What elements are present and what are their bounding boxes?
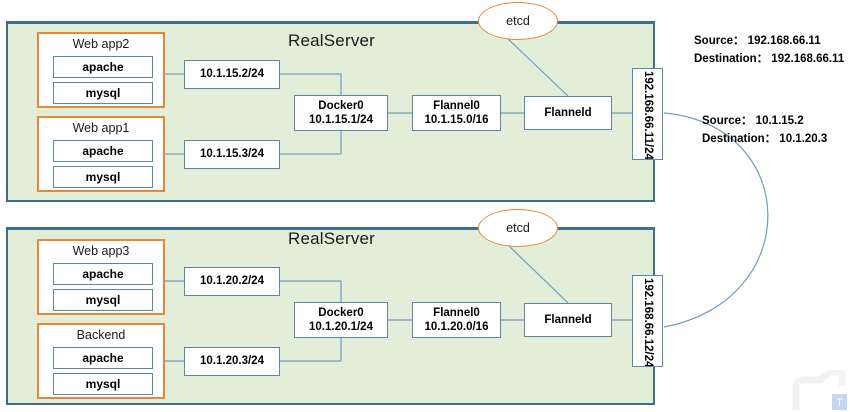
etcd-label: etcd [506,221,530,235]
annotation-destination-line: Destination： 192.168.66.11 [694,52,845,65]
annotation-destination-line: Destination： 10.1.20.3 [702,132,828,145]
etcd-node-top[interactable]: etcd [478,2,558,40]
container-ip-box[interactable]: 10.1.20.2/24 [184,267,280,296]
host-ip-box-bottom[interactable]: 192.168.66.12/24 [632,275,663,367]
app-title: Backend [76,328,126,342]
container-ip-label: 10.1.15.2/24 [200,68,264,81]
node-flanneld[interactable]: Flanneld [524,96,612,130]
app-title: Web app3 [72,244,130,258]
node-docker0[interactable]: Docker0 10.1.20.1/24 [294,302,388,338]
node-ip: 10.1.20.1/24 [309,321,373,333]
container-ip-box[interactable]: 10.1.20.3/24 [184,347,280,376]
service-mysql[interactable]: mysql [53,289,153,311]
app-box-web-app3[interactable]: Web app3 apache mysql [37,239,165,315]
app-title: Web app2 [72,37,130,51]
app-title: Web app1 [72,121,130,135]
container-ip-label: 10.1.20.2/24 [200,275,264,288]
service-apache[interactable]: apache [53,56,153,78]
app-box-backend[interactable]: Backend apache mysql [37,323,165,399]
node-name: Docker0 [318,99,364,112]
node-ip: 10.1.15.0/16 [424,114,489,126]
node-name: Flannel0 [433,306,480,319]
host-ip-label: 192.168.66.11/24 [641,71,654,160]
container-ip-box[interactable]: 10.1.15.2/24 [184,60,280,89]
container-ip-label: 10.1.20.3/24 [200,355,264,368]
service-mysql[interactable]: mysql [53,373,153,395]
service-mysql[interactable]: mysql [53,82,153,104]
etcd-node-bottom[interactable]: etcd [478,209,558,247]
node-name: Docker0 [318,306,364,319]
annotation-source-line: Source： 10.1.15.2 [702,115,804,127]
node-name: Flanneld [544,313,592,326]
app-box-web-app2[interactable]: Web app2 apache mysql [37,32,165,108]
server-panel-top-title: RealServer [288,31,376,50]
container-ip-label: 10.1.15.3/24 [200,148,264,161]
app-box-web-app1[interactable]: Web app1 apache mysql [37,116,165,192]
annotation-source-line: Source： 192.168.66.11 [694,35,821,47]
service-apache[interactable]: apache [53,140,153,162]
service-mysql[interactable]: mysql [53,166,153,188]
annotation-outer-packet: Source： 192.168.66.11 Destination： 192.1… [694,33,844,69]
host-ip-box-top[interactable]: 192.168.66.11/24 [632,68,663,160]
node-ip: 10.1.15.1/24 [309,114,373,126]
server-panel-bottom-title: RealServer [288,229,376,248]
node-ip: 10.1.20.0/16 [424,321,489,333]
service-apache[interactable]: apache [53,347,153,369]
etcd-label: etcd [506,14,530,28]
node-flanneld[interactable]: Flanneld [524,303,612,337]
container-ip-box[interactable]: 10.1.15.3/24 [184,140,280,169]
svg-text:T: T [836,397,843,409]
watermark-logo: T [792,370,847,410]
node-name: Flanneld [544,106,592,119]
service-apache[interactable]: apache [53,263,153,285]
annotation-inner-packet: Source： 10.1.15.2 Destination： 10.1.20.3 [702,113,827,149]
node-name: Flannel0 [433,99,480,112]
node-flannel0[interactable]: Flannel0 10.1.15.0/16 [412,95,501,131]
node-docker0[interactable]: Docker0 10.1.15.1/24 [294,95,388,131]
node-flannel0[interactable]: Flannel0 10.1.20.0/16 [412,302,501,338]
host-ip-label: 192.168.66.12/24 [641,278,654,367]
